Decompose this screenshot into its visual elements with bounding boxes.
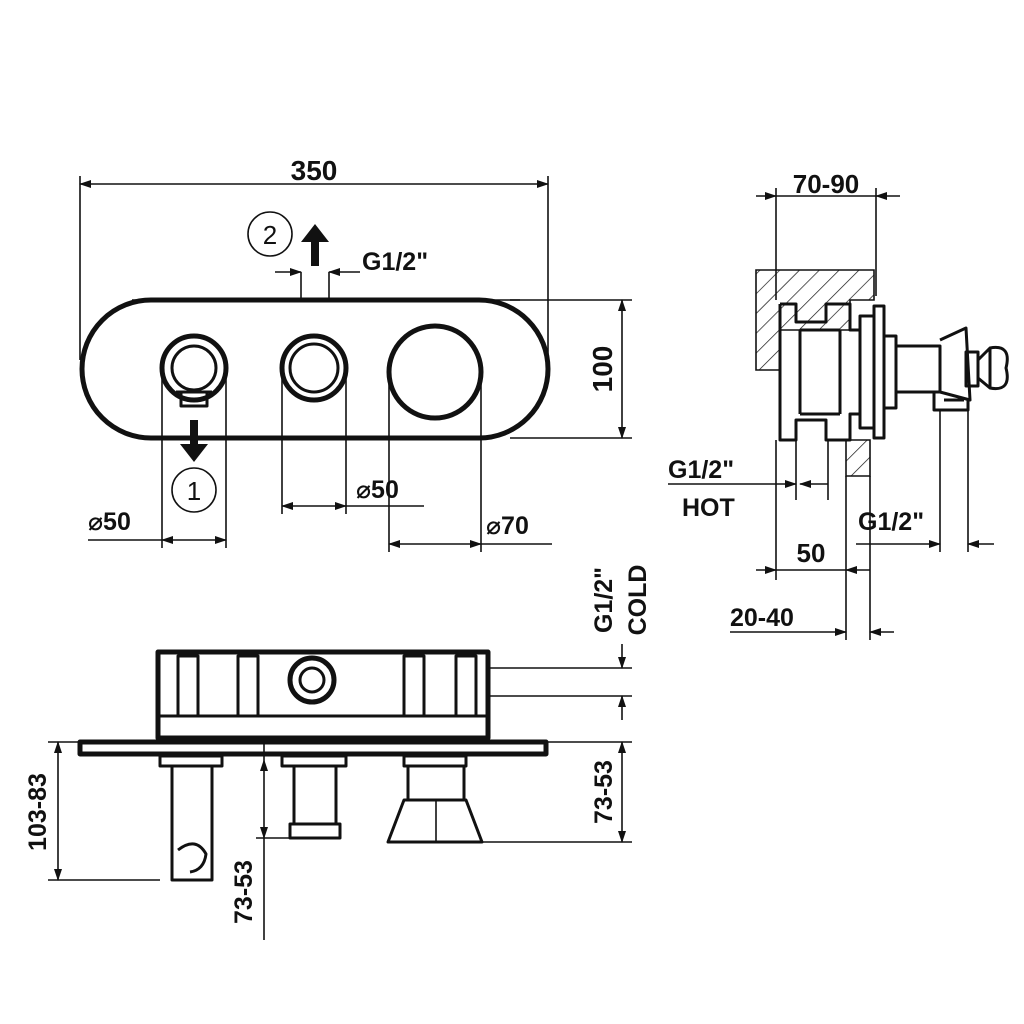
cover-plate (79, 297, 551, 441)
right-projection: 73-53 (590, 760, 618, 824)
left-knob-diameter: ⌀50 (88, 508, 131, 536)
middle-spout (280, 754, 348, 840)
right-spout (386, 754, 484, 844)
bottom-cover-plate (77, 739, 549, 757)
outlet-1-circle (171, 467, 217, 513)
outlet-1-label: 1 (187, 476, 201, 506)
cold-label: COLD (624, 565, 652, 636)
outlet-1-arrow (180, 420, 208, 462)
width-dimension: 350 (291, 155, 338, 186)
outlet-2-thread: G1/2" (362, 248, 428, 276)
valve-box (155, 649, 491, 741)
bottom-view: G1/2" COLD 103-83 73-53 73-53 (24, 565, 652, 940)
outlet-2-circle (247, 211, 293, 257)
depth-dimension: 70-90 (793, 169, 860, 199)
middle-knob-diameter: ⌀50 (356, 476, 399, 504)
outlet-thread: G1/2" (858, 508, 924, 536)
hot-thread: G1/2" (668, 456, 734, 484)
valve-body (778, 302, 1009, 442)
outlet-2-label: 2 (263, 220, 277, 250)
offset-dimension: 50 (797, 538, 826, 568)
left-projection: 103-83 (24, 773, 52, 851)
middle-projection: 73-53 (230, 860, 258, 924)
left-spout (158, 754, 224, 882)
side-view: 70-90 G1/2" HOT G1/2" 50 20-40 (668, 169, 1009, 640)
middle-knob (279, 333, 349, 403)
wall-dimension: 20-40 (730, 604, 794, 632)
wall-hatch-lower (845, 439, 871, 477)
right-knob-diameter: ⌀70 (486, 512, 529, 540)
wall-hatch (755, 269, 875, 371)
outlet-2-arrow (301, 224, 329, 266)
hot-label: HOT (682, 494, 735, 522)
left-knob (159, 333, 229, 408)
right-knob (386, 323, 484, 421)
cold-thread: G1/2" (590, 567, 618, 633)
height-dimension: 100 (587, 346, 618, 393)
front-view: 1 2 G1/2" 350 100 ⌀50 (79, 155, 632, 552)
